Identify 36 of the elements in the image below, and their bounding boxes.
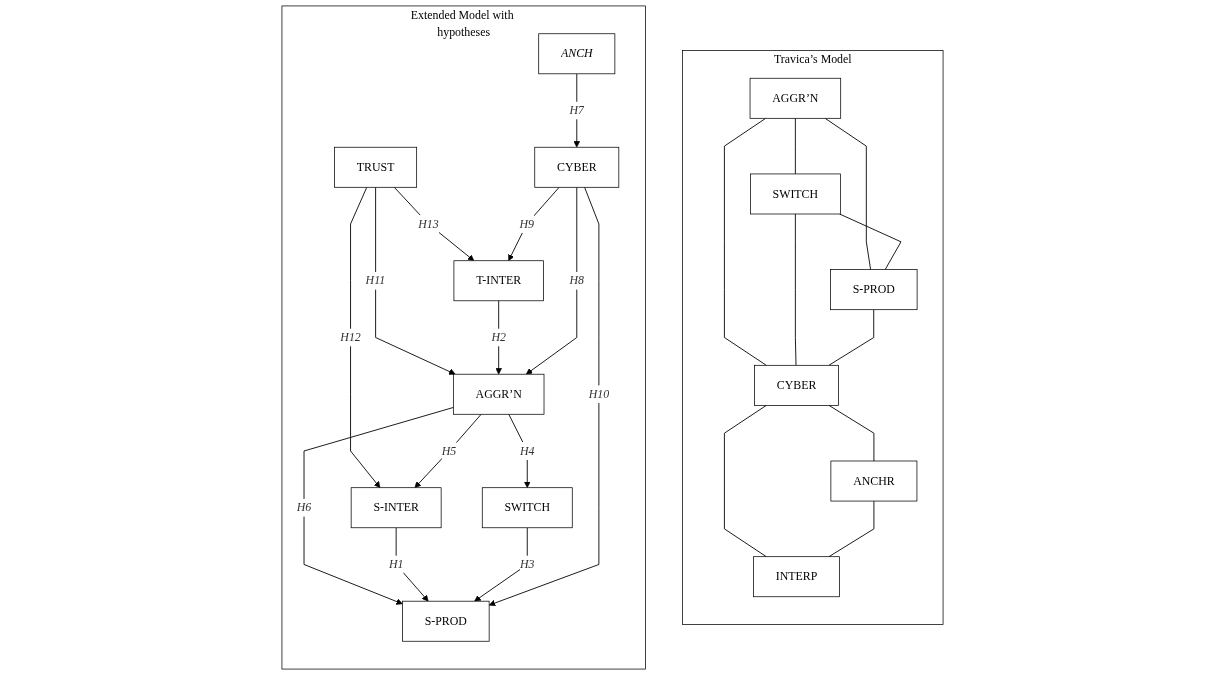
node-box: INTERP <box>753 556 840 598</box>
connector <box>824 117 872 271</box>
edge-label: H8 <box>569 274 585 287</box>
node-box: ANCHR <box>830 460 918 502</box>
node-box: AGGR’N <box>453 373 545 415</box>
edge-label: H9 <box>519 217 534 230</box>
node-box: TRUST <box>334 146 418 188</box>
edge-label: H3 <box>520 557 535 571</box>
edge-label: H11 <box>365 274 386 287</box>
node-box: S-INTER <box>350 487 442 529</box>
connector <box>794 213 797 366</box>
edge-label: H2 <box>491 330 506 344</box>
node-box: T-INTER <box>453 260 544 302</box>
connector <box>839 213 902 271</box>
node-box: CYBER <box>534 146 620 188</box>
edge-label: H1 <box>388 557 404 571</box>
edge-label: H13 <box>418 217 439 230</box>
edge-label: H5 <box>441 444 457 457</box>
node-box: SWITCH <box>481 487 573 529</box>
node-box: ANCH <box>538 33 616 75</box>
connector <box>723 404 767 558</box>
edge-label: H6 <box>296 501 312 514</box>
connector <box>794 117 796 175</box>
edge-label: H7 <box>569 103 585 117</box>
edge-label: H12 <box>340 330 361 344</box>
edge-label: H10 <box>588 387 610 401</box>
node-box: S-PROD <box>830 269 918 311</box>
node-box: SWITCH <box>750 173 841 215</box>
node-box: AGGR’N <box>749 77 842 119</box>
connector <box>828 309 875 366</box>
edge-label: H4 <box>520 444 535 457</box>
node-box: S-PROD <box>402 600 490 642</box>
connector <box>723 117 767 366</box>
connector <box>828 404 875 462</box>
node-box: CYBER <box>754 364 839 406</box>
connector <box>828 500 875 558</box>
